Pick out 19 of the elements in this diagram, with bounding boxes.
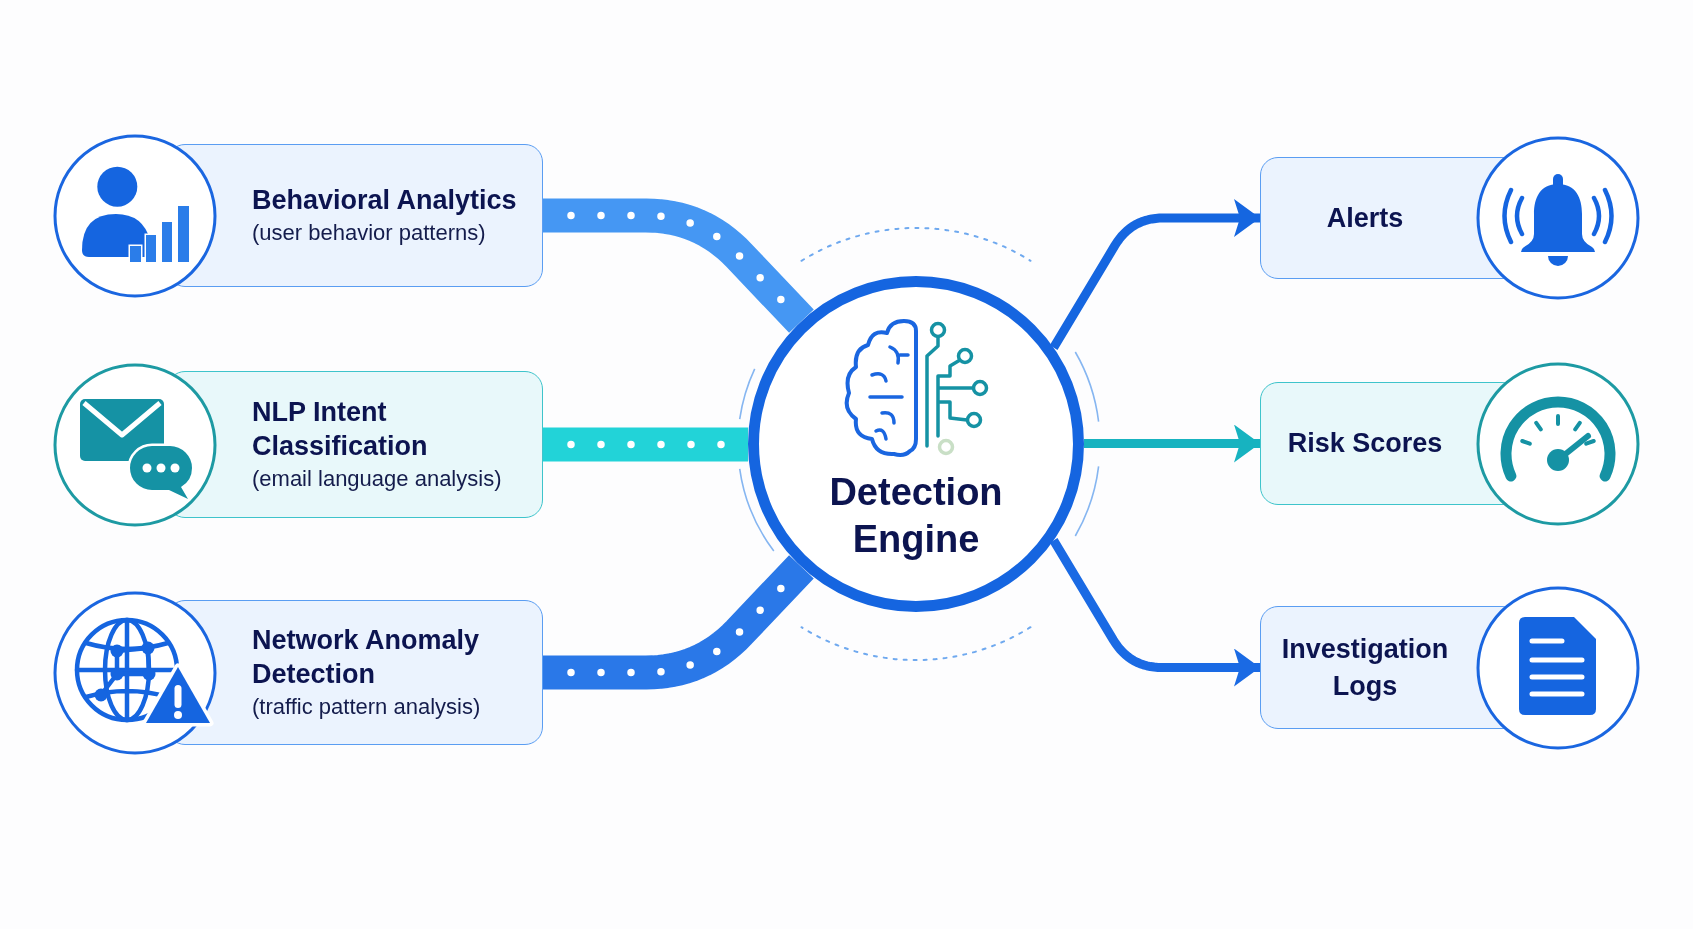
output-card: [1260, 361, 1640, 526]
card-title: Network Anomaly Detection: [252, 623, 481, 691]
card-title: NLP Intent Classification: [252, 395, 429, 463]
output-card: [1260, 585, 1640, 750]
card-title: Investigation Logs: [1281, 632, 1449, 703]
output-card: [1260, 136, 1640, 300]
arrow: [1084, 424, 1260, 463]
card-subtitle: (user behavior patterns): [252, 218, 487, 247]
source-card: [53, 362, 543, 527]
arrow: [1049, 538, 1260, 687]
source-card: [53, 133, 543, 298]
card-subtitle: (traffic pattern analysis): [252, 692, 482, 721]
engine-label: Detection Engine: [828, 470, 1004, 562]
card-title: Alerts: [1326, 201, 1404, 235]
card-title: Risk Scores: [1287, 427, 1443, 460]
source-card: [53, 590, 543, 755]
arrow: [1049, 199, 1260, 350]
card-title: Behavioral Analytics: [252, 183, 518, 217]
card-subtitle: (email language analysis): [252, 464, 503, 493]
